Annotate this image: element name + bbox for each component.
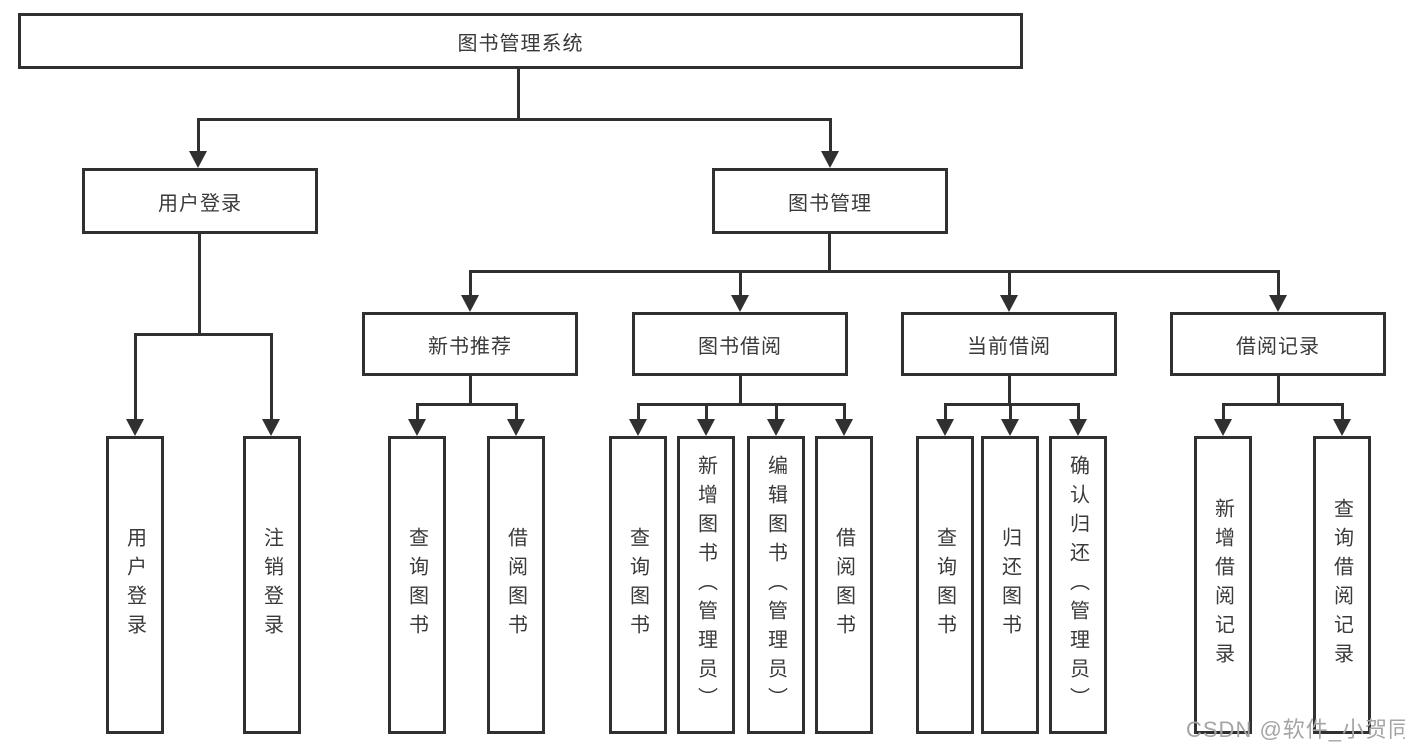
- node-book-borrowing: 图书借阅: [632, 312, 848, 376]
- leaf-label: 查询借阅记录: [1330, 498, 1353, 672]
- connector-line: [829, 118, 832, 158]
- connector-line: [843, 403, 846, 421]
- connector-line: [517, 69, 520, 121]
- leaf-logout: 注销登录: [243, 436, 301, 734]
- arrow-down-icon: [408, 419, 426, 436]
- arrow-down-icon: [126, 419, 144, 436]
- node-book-management: 图书管理: [712, 168, 948, 234]
- leaf-return-books: 归还图书: [981, 436, 1039, 734]
- connector-line: [198, 234, 201, 336]
- connector-line: [469, 270, 472, 298]
- connector-line: [1222, 403, 1225, 421]
- node-label: 借阅记录: [1236, 335, 1320, 358]
- node-user-login: 用户登录: [82, 168, 318, 234]
- leaf-label: 借阅图书: [504, 527, 527, 643]
- connector-line: [828, 234, 831, 273]
- leaf-label: 注销登录: [260, 527, 283, 643]
- connector-line: [1077, 403, 1080, 421]
- connector-line: [637, 403, 640, 421]
- node-label: 用户登录: [158, 192, 242, 215]
- leaf-query-books-current: 查询图书: [916, 436, 974, 734]
- arrow-down-icon: [936, 419, 954, 436]
- leaf-label: 新增图书（管理员）: [694, 454, 717, 716]
- node-label: 新书推荐: [428, 335, 512, 358]
- leaf-query-borrow-record: 查询借阅记录: [1313, 436, 1371, 734]
- leaf-user-login: 用户登录: [106, 436, 164, 734]
- leaf-label: 编辑图书（管理员）: [764, 454, 787, 716]
- connector-line: [1008, 376, 1011, 406]
- leaf-label: 确认归还（管理员）: [1066, 454, 1089, 716]
- connector-line: [637, 403, 845, 406]
- leaf-query-books-borrowing: 查询图书: [609, 436, 667, 734]
- leaf-label: 归还图书: [998, 527, 1021, 643]
- node-label: 图书借阅: [698, 335, 782, 358]
- connector-line: [739, 270, 742, 298]
- connector-line: [1277, 270, 1280, 298]
- connector-line: [1222, 403, 1343, 406]
- connector-line: [515, 403, 518, 421]
- leaf-borrow-books-recommend: 借阅图书: [487, 436, 545, 734]
- arrow-down-icon: [262, 419, 280, 436]
- arrow-down-icon: [1333, 419, 1351, 436]
- connector-line: [1009, 403, 1012, 421]
- leaf-borrow-books: 借阅图书: [815, 436, 873, 734]
- leaf-label: 借阅图书: [832, 527, 855, 643]
- connector-line: [270, 333, 273, 421]
- connector-line: [134, 333, 273, 336]
- connector-line: [197, 118, 200, 158]
- arrow-down-icon: [189, 151, 207, 168]
- arrow-down-icon: [1069, 419, 1087, 436]
- leaf-label: 新增借阅记录: [1211, 498, 1234, 672]
- arrow-down-icon: [629, 419, 647, 436]
- leaf-add-borrow-record: 新增借阅记录: [1194, 436, 1252, 734]
- connector-line: [134, 333, 137, 421]
- node-borrowing-records: 借阅记录: [1170, 312, 1386, 376]
- connector-line: [944, 403, 947, 421]
- leaf-query-books-recommend: 查询图书: [388, 436, 446, 734]
- connector-line: [1008, 270, 1011, 298]
- arrow-down-icon: [461, 295, 479, 312]
- node-library-management-system: 图书管理系统: [18, 13, 1023, 69]
- leaf-label: 查询图书: [626, 527, 649, 643]
- leaf-confirm-return-admin: 确认归还（管理员）: [1049, 436, 1107, 734]
- arrow-down-icon: [767, 419, 785, 436]
- connector-line: [469, 376, 472, 406]
- connector-line: [197, 118, 831, 121]
- arrow-down-icon: [835, 419, 853, 436]
- connector-line: [775, 403, 778, 421]
- leaf-label: 用户登录: [123, 527, 146, 643]
- arrow-down-icon: [1000, 295, 1018, 312]
- connector-line: [705, 403, 708, 421]
- arrow-down-icon: [821, 151, 839, 168]
- connector-line: [469, 270, 1280, 273]
- connector-line: [1277, 376, 1280, 406]
- leaf-label: 查询图书: [933, 527, 956, 643]
- leaf-add-books-admin: 新增图书（管理员）: [677, 436, 735, 734]
- node-label: 当前借阅: [967, 335, 1051, 358]
- arrow-down-icon: [507, 419, 525, 436]
- node-label: 图书管理系统: [457, 32, 584, 55]
- connector-line: [739, 376, 742, 406]
- connector-line: [416, 403, 419, 421]
- csdn-watermark: CSDN @软件_小贺同学: [1186, 717, 1405, 742]
- leaf-label: 查询图书: [405, 527, 428, 643]
- connector-line: [416, 403, 518, 406]
- leaf-edit-books-admin: 编辑图书（管理员）: [747, 436, 805, 734]
- arrow-down-icon: [731, 295, 749, 312]
- node-new-book-recommend: 新书推荐: [362, 312, 578, 376]
- node-label: 图书管理: [788, 192, 872, 215]
- arrow-down-icon: [1001, 419, 1019, 436]
- arrow-down-icon: [1269, 295, 1287, 312]
- connector-line: [1341, 403, 1344, 421]
- arrow-down-icon: [1214, 419, 1232, 436]
- arrow-down-icon: [697, 419, 715, 436]
- node-current-borrowing: 当前借阅: [901, 312, 1117, 376]
